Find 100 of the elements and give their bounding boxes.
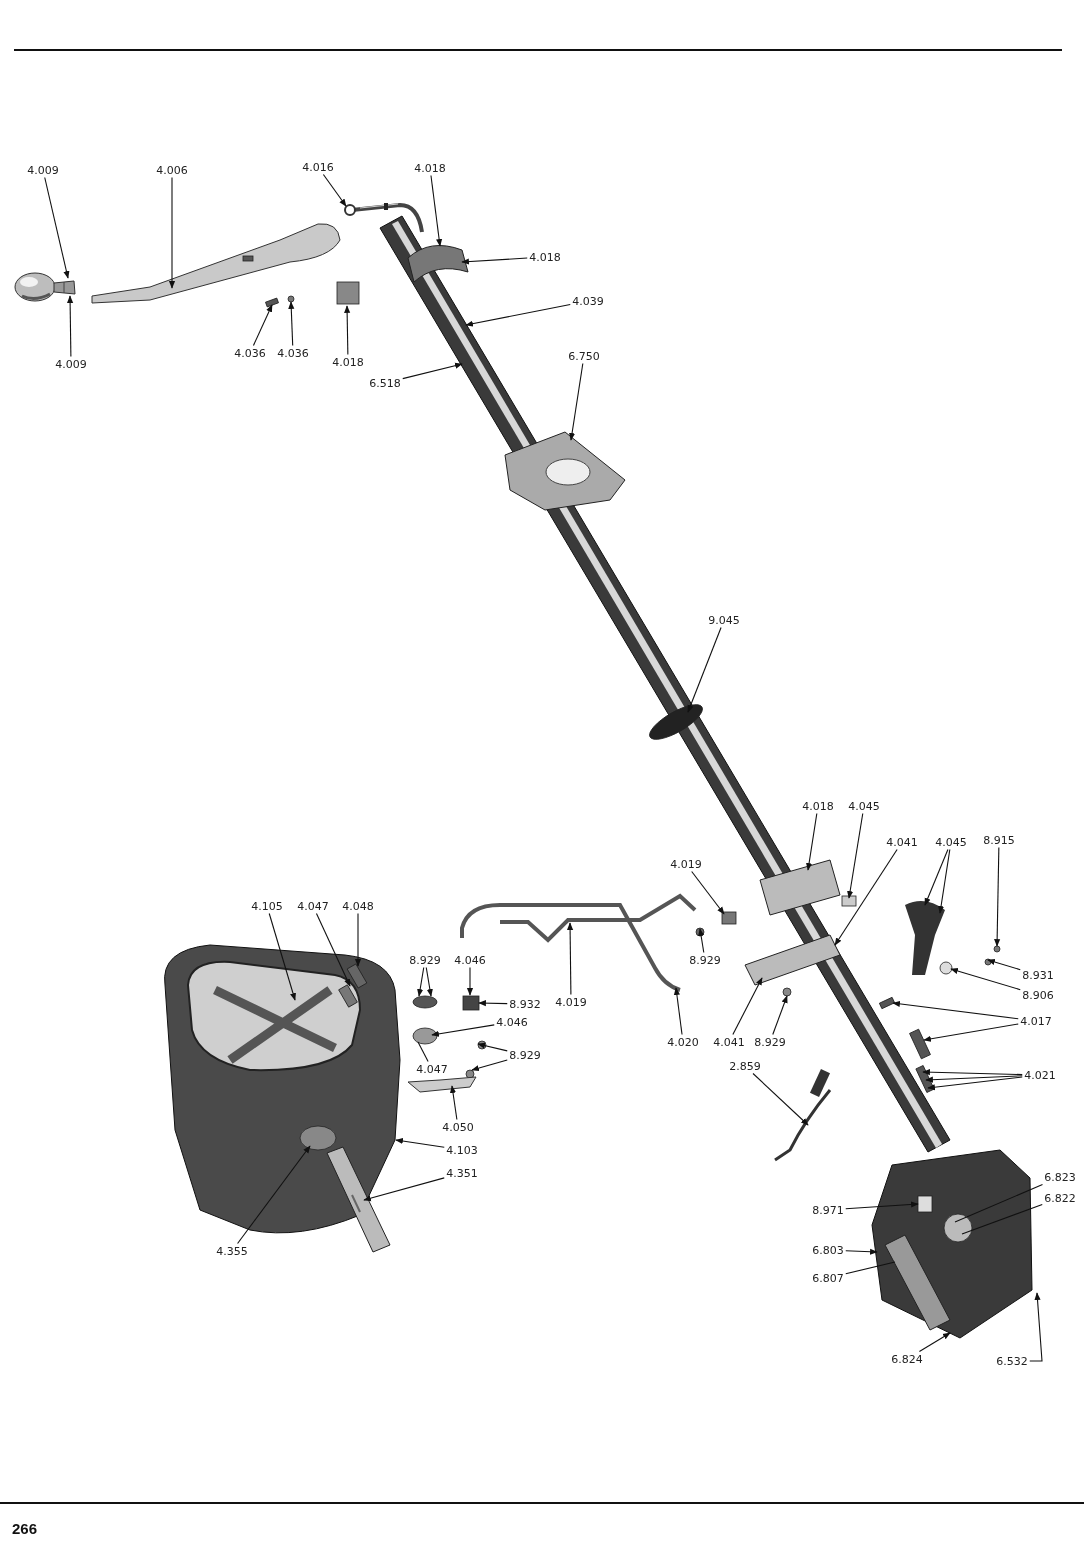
callout-number: 4.036 (276, 346, 310, 360)
leader-line (923, 1023, 1019, 1042)
bolt (939, 961, 953, 975)
clamp (744, 934, 841, 986)
leader-line (687, 626, 722, 713)
leader-line (806, 812, 818, 871)
leader-line (431, 1024, 495, 1037)
callout-number: 8.931 (1021, 968, 1055, 982)
callout-number: 8.929 (753, 1035, 787, 1049)
callout-number: 4.041 (712, 1035, 746, 1049)
shift-lever (91, 223, 341, 304)
callout-number: 4.017 (1019, 1014, 1053, 1028)
output-shaft (326, 1146, 391, 1253)
leader-line (938, 848, 951, 914)
callout-number: 6.803 (811, 1243, 845, 1257)
callout-number: 4.020 (666, 1035, 700, 1049)
leader-line (417, 1041, 429, 1063)
leader-line (168, 176, 176, 289)
leader-line (449, 1085, 458, 1121)
leader-line (922, 1069, 1023, 1076)
mounting-bracket (504, 431, 626, 511)
shift-rod (500, 893, 697, 943)
leader-line (417, 966, 425, 997)
callout-number: 4.045 (847, 799, 881, 813)
callout-number: 8.906 (1021, 988, 1055, 1002)
callout-number: 4.018 (413, 161, 447, 175)
callout-number: 8.929 (408, 953, 442, 967)
leader-line (892, 1000, 1019, 1020)
pin (879, 996, 895, 1010)
leader-line (322, 173, 347, 207)
leader-line (994, 846, 1001, 947)
leader-line (950, 968, 1021, 991)
leader-line (673, 987, 683, 1036)
callout-number: 4.006 (155, 163, 189, 177)
pin (242, 255, 254, 262)
nut (782, 987, 792, 997)
rubber-ring (649, 704, 703, 740)
leader-line (315, 912, 351, 987)
leader-line (925, 1075, 1023, 1083)
callout-number: 8.929 (508, 1048, 542, 1062)
leader-line (752, 1072, 809, 1126)
bushing (721, 911, 737, 925)
leader-line (466, 966, 474, 996)
leader-line (918, 1332, 951, 1353)
leader-line (847, 812, 864, 899)
nut (465, 1069, 475, 1079)
callout-number: 4.103 (445, 1143, 479, 1157)
callout-number: 4.050 (441, 1120, 475, 1134)
leader-line (354, 912, 362, 967)
leader-line (845, 1201, 919, 1210)
leader-line (395, 1138, 445, 1148)
leader-line (772, 995, 788, 1036)
callout-number: 9.045 (707, 613, 741, 627)
callout-number: 4.036 (233, 346, 267, 360)
callout-number: 4.009 (26, 163, 60, 177)
callout-number: 4.351 (445, 1166, 479, 1180)
leader-line (478, 1000, 508, 1007)
callout-number: 4.009 (54, 357, 88, 371)
plate (412, 1027, 438, 1045)
leader-line (732, 977, 763, 1036)
pin (915, 1065, 935, 1093)
callout-number: 8.971 (811, 1203, 845, 1217)
steering-arm (884, 1234, 951, 1331)
callout-number: 6.823 (1043, 1170, 1077, 1184)
callout-number: 8.929 (688, 953, 722, 967)
bushing (336, 281, 360, 305)
lever (905, 901, 945, 975)
leader-line (461, 257, 528, 265)
leader-line (1029, 1292, 1043, 1362)
leader-line (44, 176, 70, 279)
leader-line (961, 1203, 1043, 1235)
leader-line (402, 362, 463, 380)
leader-line (252, 304, 273, 347)
callout-number: 4.046 (453, 953, 487, 967)
leader-line (954, 1183, 1044, 1223)
shift-rod (344, 203, 424, 233)
washer (993, 945, 1001, 953)
leader-line (430, 174, 443, 247)
callout-number: 6.750 (567, 349, 601, 363)
leader-line (425, 966, 433, 997)
leader-line (268, 912, 296, 1001)
nut (943, 1213, 973, 1243)
nut (695, 927, 705, 937)
leader-line (698, 928, 705, 954)
callout-number: 8.932 (508, 997, 542, 1011)
callout-number: 4.105 (250, 899, 284, 913)
callout-number: 4.018 (801, 799, 835, 813)
knob (14, 272, 76, 302)
steering-box-housing (871, 1149, 1033, 1339)
washer (412, 995, 438, 1009)
collar (407, 245, 469, 283)
leader-line (927, 1076, 1023, 1091)
leader-line (67, 295, 74, 358)
pin (462, 995, 480, 1011)
washer (984, 958, 992, 966)
lever (407, 1076, 477, 1093)
leader-line (834, 848, 898, 946)
leader-line (288, 301, 295, 347)
callout-number: 6.822 (1043, 1191, 1077, 1205)
callout-number: 4.018 (528, 250, 562, 264)
